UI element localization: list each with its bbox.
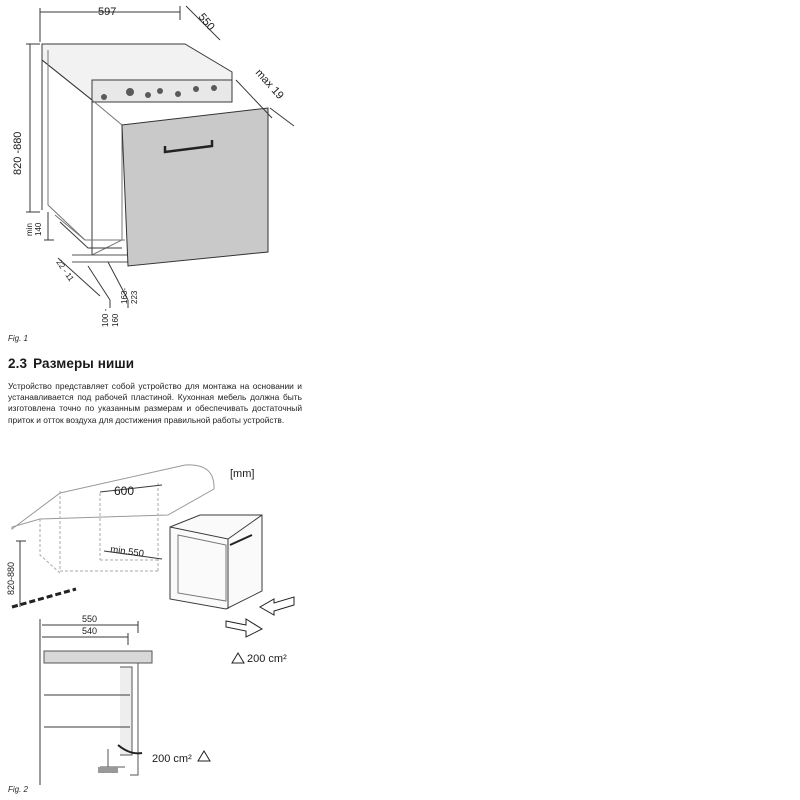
fig1-dim-door: max 19	[253, 67, 286, 102]
fig2-dim-550: 550	[82, 614, 97, 624]
section-title: Размеры ниши	[33, 356, 135, 371]
fig1-dim-min: min	[25, 223, 34, 236]
fig1-dim-160: 160	[111, 313, 120, 327]
section-body: Устройство представляет собой устройство…	[8, 381, 302, 425]
fig1-dim-min-value: 140	[34, 222, 43, 236]
fig2-caption: Fig. 2	[8, 785, 29, 794]
section-number: 2.3	[8, 356, 28, 371]
fig1-dim-height: 820 -880	[12, 132, 24, 175]
fig1-dim-depth: 550	[196, 11, 217, 33]
document-page: 597 550 max 19 820 -880 min 140 22 - 11 …	[0, 0, 310, 800]
fig2-airflow-label: 200 cm²	[247, 653, 287, 665]
fig2-airflow-label-2: 200 cm²	[152, 753, 192, 765]
fig1-dim-100: 100 -	[101, 308, 110, 327]
fig1-appliance-drawing: 597 550 max 19 820 -880 min 140 22 - 11 …	[12, 5, 295, 327]
fig1-dim-223: 223	[130, 290, 139, 304]
fig2-niche-drawing: [mm] 600 min.550 820-880 200 cm² 550 540…	[6, 464, 295, 785]
fig2-dim-600: 600	[114, 484, 134, 498]
fig2-dim-min550: min.550	[110, 544, 145, 560]
fig2-dim-height: 820-880	[6, 562, 16, 595]
fig2-unit: [mm]	[230, 468, 254, 480]
section-heading: 2.3 Размеры ниши	[8, 356, 134, 371]
fig1-dim-163: 163-	[120, 288, 129, 304]
fig1-caption: Fig. 1	[8, 334, 29, 343]
fig2-dim-540: 540	[82, 626, 97, 636]
fig1-dim-width: 597	[98, 6, 116, 18]
